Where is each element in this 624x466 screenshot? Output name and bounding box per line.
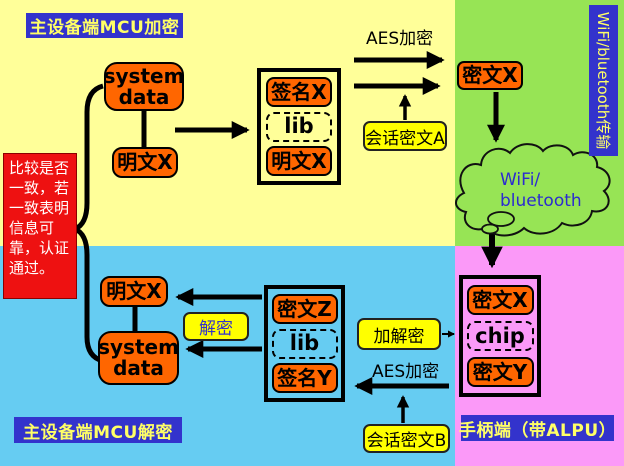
node-chip: chip [466, 321, 534, 351]
node-plain-x-top: 明文X [112, 147, 178, 178]
node-sign-x: 签名X [266, 76, 332, 107]
node-sign-y: 签名Y [271, 363, 338, 394]
node-cipher-z: 密文Z [271, 293, 338, 324]
title-wifi-bluetooth-transfer-text: WiFi/bluetooth传输 [594, 11, 612, 150]
label-encrypt-decrypt: 加解密 [357, 318, 441, 350]
node-system-data-bottom: system data [98, 331, 179, 385]
node-system-data-top: system data [104, 62, 184, 111]
title-master-mcu-encrypt: 主设备端MCU加密 [26, 13, 183, 38]
node-plain-x-bottom: 明文X [100, 276, 168, 307]
node-plain-x-group: 明文X [266, 146, 332, 177]
label-decrypt: 解密 [183, 312, 249, 341]
node-lib-bottom: lib [271, 328, 338, 359]
cloud-label: WiFi/ bluetooth [500, 170, 590, 212]
group-alpu-chip: 密文X chip 密文Y [459, 275, 541, 397]
node-cipher-x-recv: 密文X [466, 285, 534, 315]
node-lib-top: lib [266, 111, 332, 142]
cloud-label-line2: bluetooth [500, 191, 582, 211]
label-aes-encrypt-top: AES加密 [366, 29, 434, 49]
label-session-cipher-b: 会话密文B [363, 424, 450, 453]
title-master-mcu-decrypt: 主设备端MCU解密 [14, 417, 182, 443]
group-received-package: 密文Z lib 签名Y [264, 285, 345, 402]
node-cipher-x-sent: 密文X [457, 61, 523, 90]
cloud-label-line1: WiFi/ [500, 170, 541, 190]
title-wifi-bluetooth-transfer: WiFi/bluetooth传输 [589, 5, 618, 156]
group-signed-package: 签名X lib 明文X [257, 68, 341, 185]
label-aes-encrypt-bottom: AES加密 [372, 362, 440, 382]
node-cipher-y: 密文Y [466, 357, 534, 387]
label-session-cipher-a: 会话密文A [363, 121, 447, 151]
compare-note: 比较是否一致，若一致表明信息可靠，认证通过。 [3, 153, 77, 299]
title-handle-alpu: 手柄端（带ALPU） [459, 415, 616, 441]
